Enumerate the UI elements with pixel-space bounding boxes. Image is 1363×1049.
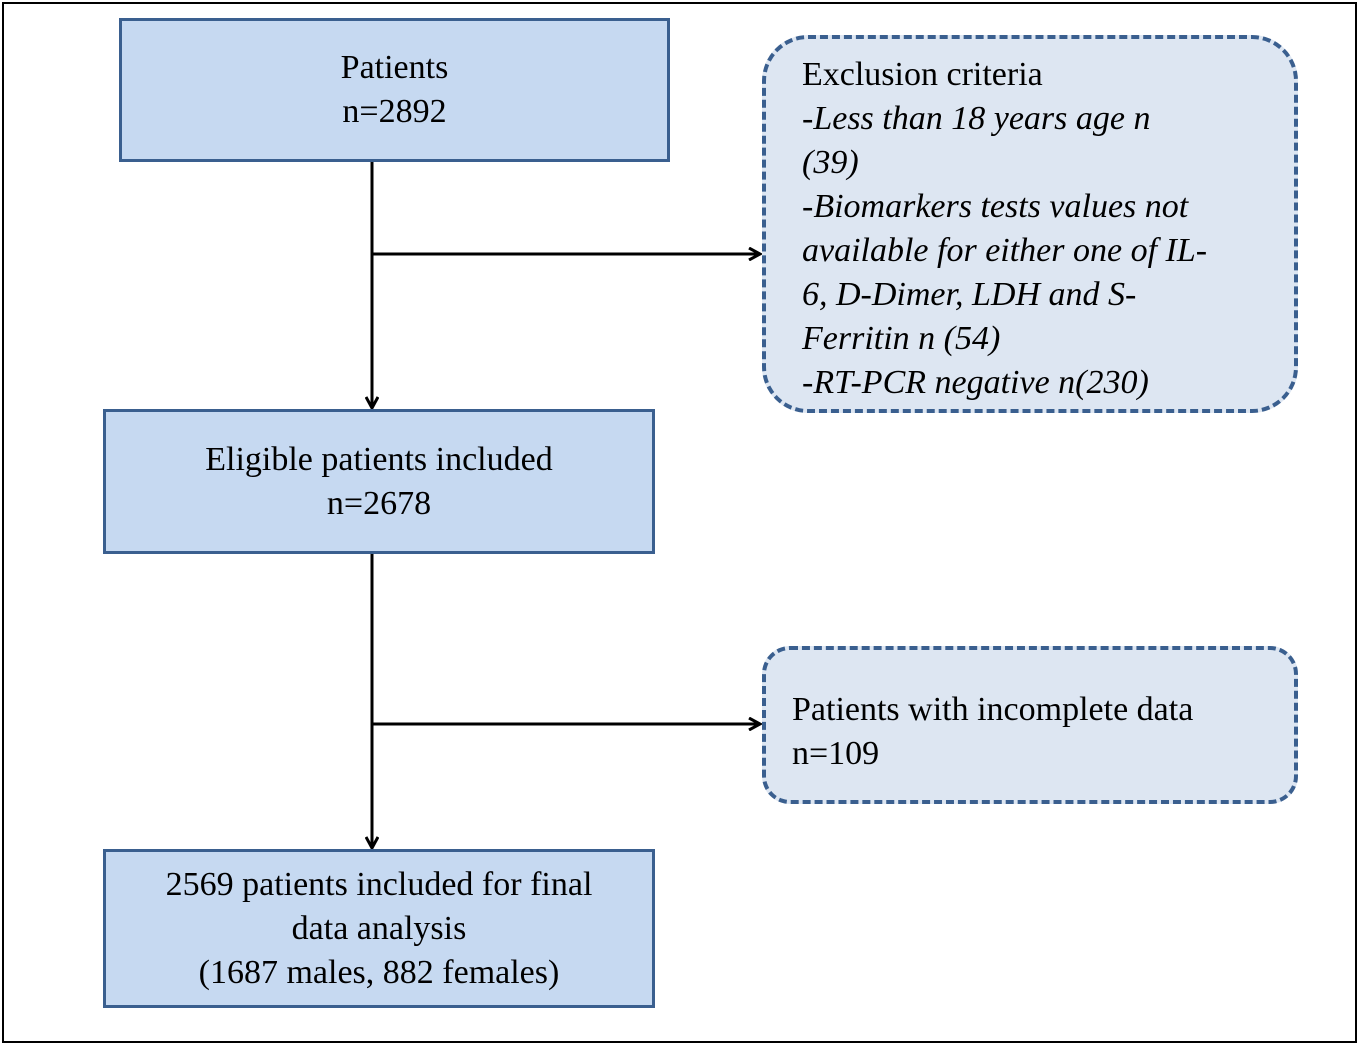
eligible-title: Eligible patients included xyxy=(205,440,553,478)
exclusion-title: Exclusion criteria xyxy=(802,56,1043,93)
final-line: data analysis xyxy=(291,909,467,947)
exclusion-criteria-box: Exclusion criteria -Less than 18 years a… xyxy=(762,35,1298,413)
patients-box: Patients n=2892 xyxy=(119,18,670,162)
final-line: (1687 males, 882 females) xyxy=(198,953,560,991)
incomplete-title: Patients with incomplete data xyxy=(792,691,1194,728)
exclusion-line: 6, D-Dimer, LDH and S- xyxy=(802,276,1137,313)
final-line: 2569 patients included for final xyxy=(165,865,593,903)
incomplete-data-box: Patients with incomplete data n=109 xyxy=(762,646,1298,804)
exclusion-line: -Biomarkers tests values not xyxy=(802,188,1189,225)
exclusion-line: available for either one of IL- xyxy=(802,232,1208,269)
exclusion-line: -Less than 18 years age n xyxy=(802,100,1151,137)
final-analysis-box: 2569 patients included for final data an… xyxy=(103,849,655,1008)
exclusion-line: -RT-PCR negative n(230) xyxy=(802,364,1149,401)
exclusion-line: (39) xyxy=(802,144,859,181)
eligible-box: Eligible patients included n=2678 xyxy=(103,409,655,554)
patients-title: Patients xyxy=(340,49,449,86)
incomplete-count: n=109 xyxy=(792,735,880,772)
eligible-count: n=2678 xyxy=(326,484,432,522)
exclusion-line: Ferritin n (54) xyxy=(802,320,1001,357)
patients-count: n=2892 xyxy=(342,93,447,130)
